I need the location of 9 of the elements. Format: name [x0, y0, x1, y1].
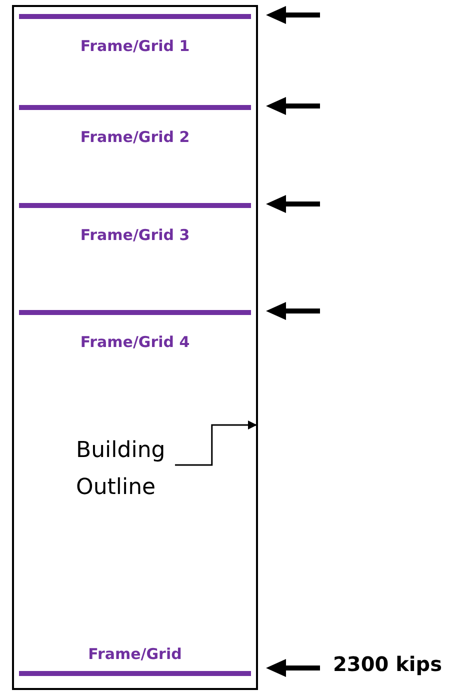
frame-label: Frame/Grid 2	[79, 128, 191, 146]
leader-line	[175, 420, 257, 466]
frame-label: Frame/Grid 1	[79, 37, 191, 55]
building-outline	[12, 5, 258, 690]
frame-label: Frame/Grid 4	[79, 333, 191, 351]
load-label: 2300 kips	[333, 652, 442, 676]
frame-label: Frame/Grid	[87, 645, 183, 663]
building-outline-label: Building Outline	[76, 432, 171, 506]
frame-label: Frame/Grid 3	[79, 226, 191, 244]
